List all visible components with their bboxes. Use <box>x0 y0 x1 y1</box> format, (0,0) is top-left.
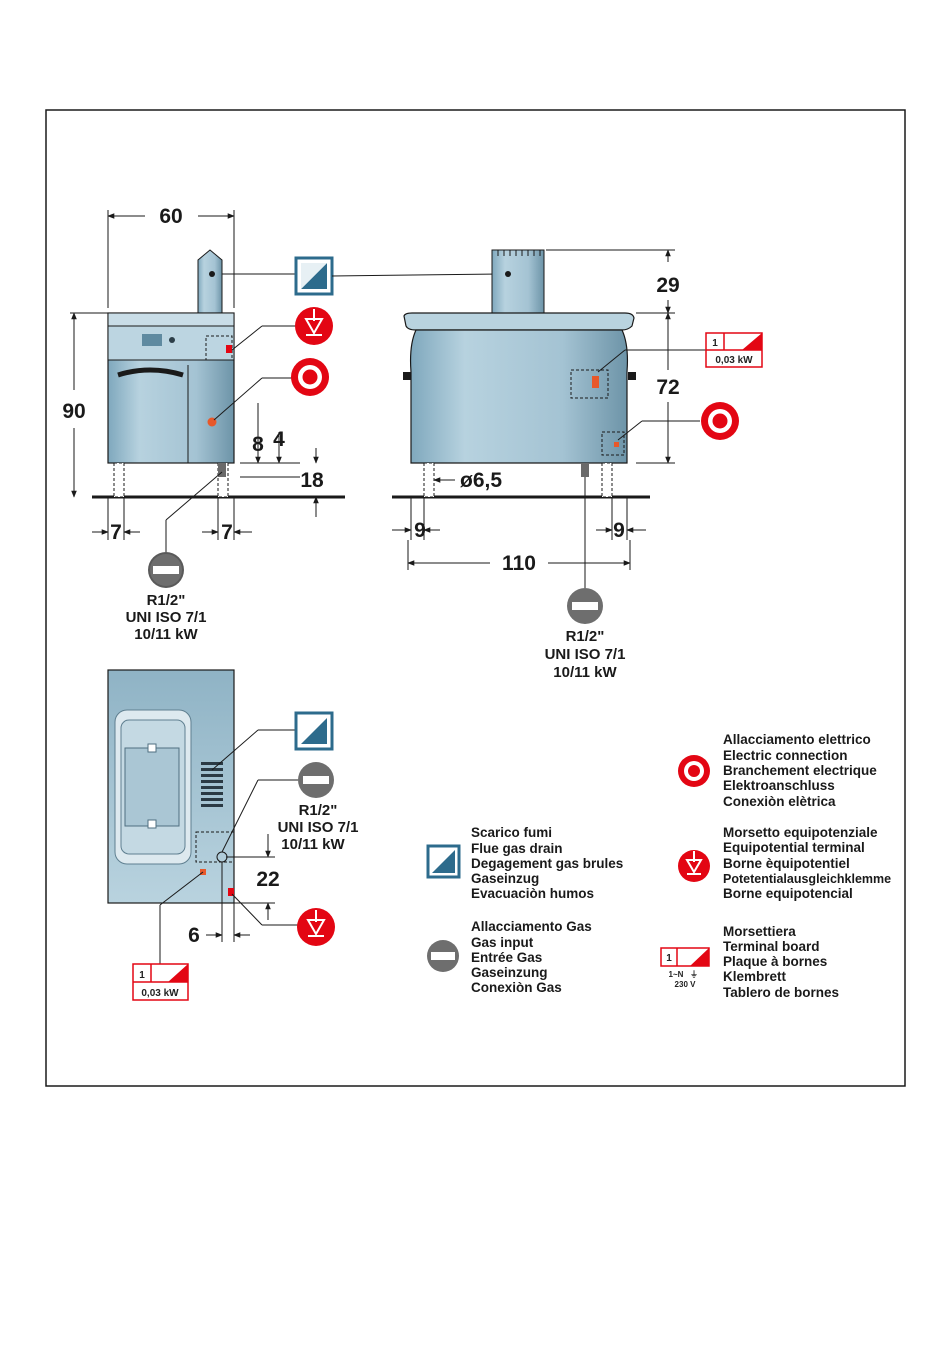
top-dim-6-label: 6 <box>188 924 200 947</box>
legend-gas-icon <box>427 940 459 972</box>
front-dim-18-label: 18 <box>300 469 324 492</box>
legend-terminal-2: Plaque à bornes <box>723 954 827 969</box>
electric-connection-icon <box>291 358 329 396</box>
legend-equipotential-4: Borne equipotencial <box>723 886 853 901</box>
legend-gas-4: Conexiòn Gas <box>471 980 562 995</box>
top-equipotential-icon <box>297 908 335 946</box>
legend-terminal-3: Klembrett <box>723 969 787 984</box>
legend-equipotential-2: Borne èquipotentiel <box>723 856 850 871</box>
side-flue-height-label: 29 <box>656 274 679 297</box>
front-width-label: 60 <box>159 205 182 228</box>
front-right-offset-label: 7 <box>221 521 233 544</box>
legend-electric-0: Allacciamento elettrico <box>723 732 871 747</box>
front-gas-power: 10/11 kW <box>134 626 198 643</box>
top-terminal-board-icon: 1 0,03 kW <box>132 963 189 1001</box>
legend-electric-icon <box>678 755 710 787</box>
legend-equipotential-3: Potetentialausgleichklemme <box>723 872 891 886</box>
legend-terminal-4: Tablero de bornes <box>723 985 839 1000</box>
legend-terminal-ground: ⏚ <box>690 970 698 979</box>
top-gas-input-icon <box>298 762 334 798</box>
front-height-label: 90 <box>62 400 85 423</box>
side-left-offset-label: 9 <box>414 519 426 542</box>
legend-flue-0: Scarico fumi <box>471 825 552 840</box>
legend-electric-1: Electric connection <box>723 748 848 763</box>
legend-terminal-1: Terminal board <box>723 939 820 954</box>
legend-gas-2: Entrée Gas <box>471 950 542 965</box>
legend-terminal-voltage-line: 1~N <box>669 970 684 979</box>
side-terminal-board-icon: 1 0,03 kW <box>705 332 763 368</box>
side-gas-input-icon <box>567 588 603 624</box>
gas-input-icon <box>148 552 184 588</box>
drawing-frame <box>45 109 906 1087</box>
side-terminal-number: 1 <box>712 338 718 349</box>
legend-gas-0: Allacciamento Gas <box>471 919 592 934</box>
legend-equipotential-1: Equipotential terminal <box>723 840 865 855</box>
legend-flue-2: Degagement gas brules <box>471 856 623 871</box>
top-dim-22-label: 22 <box>256 868 279 891</box>
flue-icon <box>294 256 334 296</box>
legend-flue-icon <box>426 844 461 879</box>
legend-flue-1: Flue gas drain <box>471 841 563 856</box>
side-terminal-power: 0,03 kW <box>715 355 753 366</box>
equipotential-icon <box>295 307 333 345</box>
side-gas-power: 10/11 kW <box>553 664 617 681</box>
side-hole-diameter-label: ø6,5 <box>460 469 502 492</box>
legend-equipotential-0: Morsetto equipotenziale <box>723 825 878 840</box>
legend-electric-4: Conexiòn elètrica <box>723 794 836 809</box>
legend-electric-3: Elektroanschluss <box>723 778 835 793</box>
top-view: 22 6 R1/2" UNI ISO 7/1 10/11 kW <box>107 669 359 964</box>
side-connection-height-label: 72 <box>656 376 679 399</box>
side-gas-standard: UNI ISO 7/1 <box>545 646 626 663</box>
front-gas-standard: UNI ISO 7/1 <box>126 609 207 626</box>
legend-terminal-voltage: 230 V <box>675 980 697 989</box>
legend: Allacciamento elettrico Electric connect… <box>426 732 891 1000</box>
front-gas-thread: R1/2" <box>147 592 186 609</box>
legend-terminal-icon: 1 1~N ⏚ 230 V <box>660 947 710 989</box>
side-view: 29 72 ø6,5 9 9 110 R1/2" UNI ISO 7/1 1 <box>392 249 706 681</box>
legend-gas-3: Gaseinzung <box>471 965 548 980</box>
front-dim-8-label: 8 <box>252 433 264 456</box>
legend-flue-3: Gaseinzug <box>471 871 539 886</box>
top-terminal-number: 1 <box>139 970 145 981</box>
top-gas-thread: R1/2" <box>299 802 338 819</box>
legend-flue-4: Evacuaciòn humos <box>471 886 594 901</box>
top-terminal-power: 0,03 kW <box>141 988 179 999</box>
front-dim-4-label: 4 <box>273 428 285 451</box>
legend-gas-1: Gas input <box>471 935 534 950</box>
side-right-offset-label: 9 <box>613 519 625 542</box>
top-flue-icon <box>294 711 334 751</box>
top-gas-standard: UNI ISO 7/1 <box>278 819 359 836</box>
side-gas-thread: R1/2" <box>566 628 605 645</box>
legend-electric-2: Branchement electrique <box>723 763 877 778</box>
legend-equipotential-icon <box>678 850 710 882</box>
legend-terminal-0: Morsettiera <box>723 924 796 939</box>
front-view: 60 90 8 4 18 7 7 <box>62 205 345 643</box>
legend-terminal-number: 1 <box>666 953 672 964</box>
side-electric-connection-icon <box>701 402 739 440</box>
front-left-offset-label: 7 <box>110 521 122 544</box>
top-gas-power: 10/11 kW <box>281 836 345 853</box>
side-depth-label: 110 <box>502 552 536 575</box>
